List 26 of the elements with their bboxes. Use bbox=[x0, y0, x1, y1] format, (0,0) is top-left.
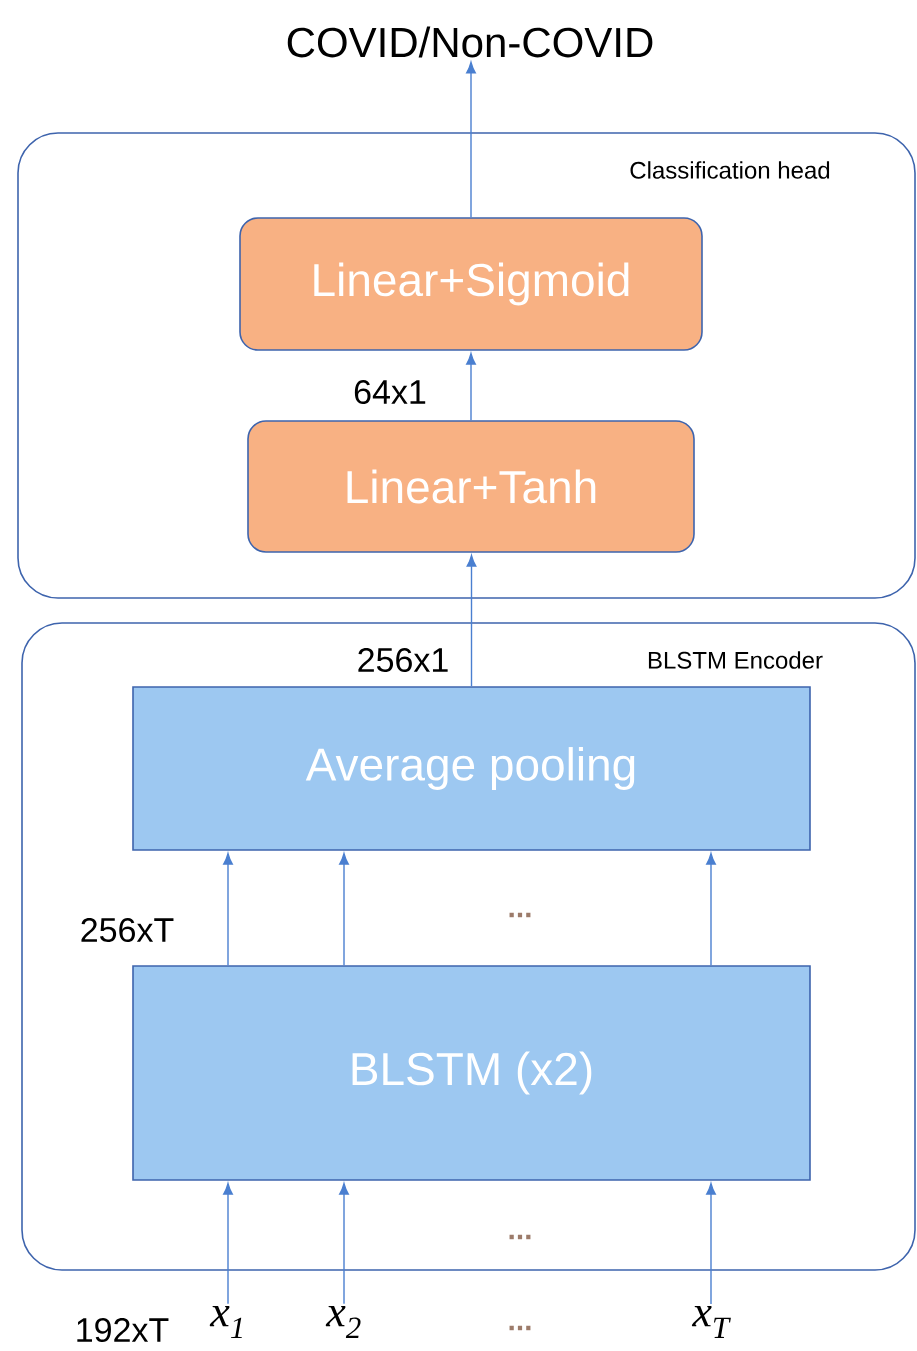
ellipsis: ... bbox=[509, 1325, 531, 1331]
output-label: COVID/Non-COVID bbox=[287, 26, 653, 58]
arrow bbox=[466, 352, 476, 421]
process-box: Linear+Sigmoid bbox=[239, 217, 703, 351]
arrow bbox=[339, 852, 349, 966]
ellipsis: ... bbox=[509, 912, 531, 918]
edge-label: 256x1 bbox=[358, 647, 448, 672]
arrow bbox=[706, 852, 716, 966]
input-variable: x$_{2}$ bbox=[325, 1306, 361, 1338]
arrow bbox=[466, 554, 477, 687]
arrow bbox=[706, 1182, 716, 1305]
process-box: Linear+Tanh bbox=[247, 420, 695, 553]
ellipsis: ... bbox=[509, 1234, 531, 1240]
group-heading: Classification head bbox=[630, 161, 830, 179]
input-variable: x$_{T}$ bbox=[691, 1306, 731, 1338]
arrow bbox=[223, 1182, 233, 1305]
input-variable: x$_{1}$ bbox=[209, 1306, 242, 1338]
arrow bbox=[339, 1182, 349, 1305]
process-box: BLSTM (x2) bbox=[132, 965, 811, 1181]
process-box: Average pooling bbox=[132, 686, 811, 851]
dimension-label: 192xT bbox=[77, 1317, 169, 1342]
edge-label: 256xT bbox=[81, 917, 174, 942]
group-heading: BLSTM Encoder bbox=[648, 651, 823, 669]
arrow bbox=[466, 61, 476, 218]
arrow bbox=[223, 852, 233, 966]
edge-label: 64x1 bbox=[354, 379, 426, 404]
